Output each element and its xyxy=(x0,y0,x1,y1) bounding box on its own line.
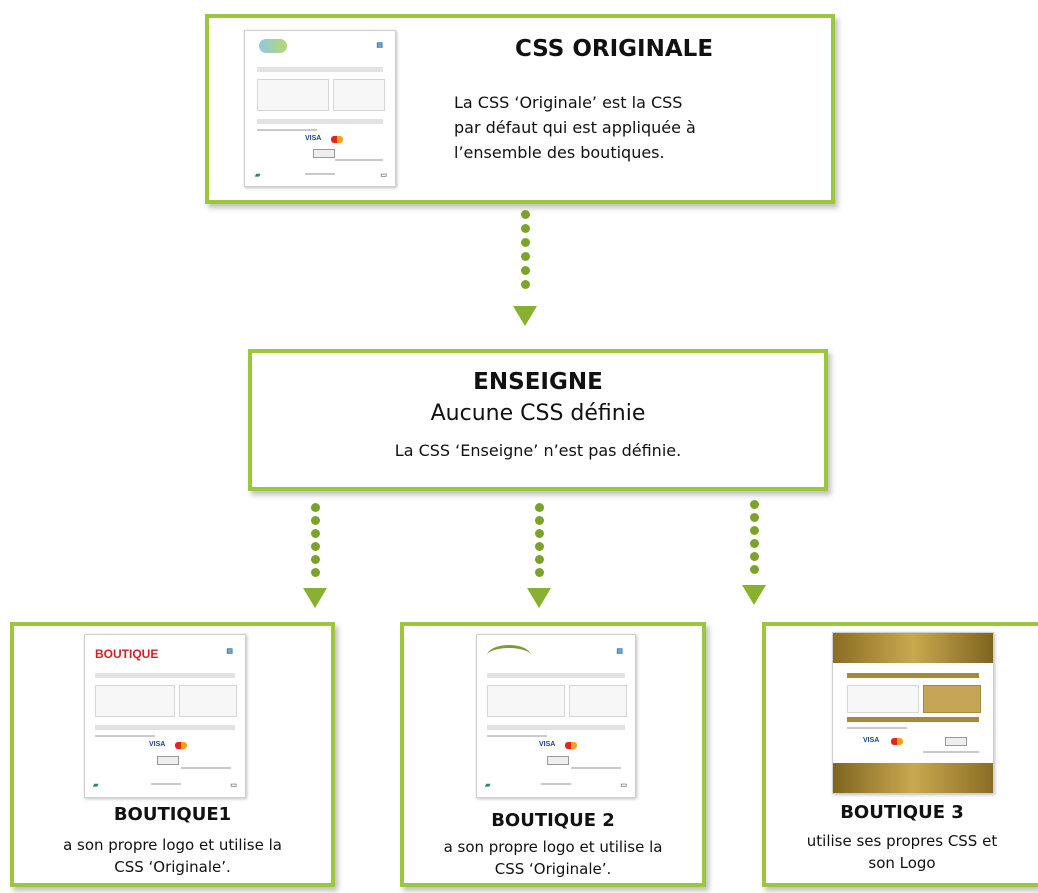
boutique1-title: BOUTIQUE1 xyxy=(113,804,232,825)
arrow-down-icon xyxy=(513,306,537,326)
enseigne-subtitle: Aucune CSS définie xyxy=(430,401,646,426)
boutique2-description: a son propre logo et utilise la CSS ‘Ori… xyxy=(404,836,702,880)
boutique1-desc-line-1: a son propre logo et utilise la xyxy=(63,836,282,854)
originale-desc-line-2: par défaut qui est appliquée à xyxy=(454,118,696,137)
boutique3-footer-banner xyxy=(833,763,993,793)
boutique3-desc-line-2: son Logo xyxy=(868,854,936,872)
boutique3-desc-line-1: utilise ses propres CSS et xyxy=(806,832,998,850)
boutique1-description: a son propre logo et utilise la CSS ‘Ori… xyxy=(14,834,331,878)
boutique3-header-banner xyxy=(833,633,993,663)
originale-page-thumbnail: ▤ VISA ▰ ▭ xyxy=(244,30,396,187)
arrow-down-icon xyxy=(303,588,327,608)
visa-logo-icon: VISA xyxy=(863,737,880,744)
enseigne-description: La CSS ‘Enseigne’ n’est pas définie. xyxy=(394,441,682,460)
mastercard-logo-icon xyxy=(891,738,903,745)
boutique2-page-thumbnail: ▤ VISA ▰ ▭ xyxy=(476,634,636,798)
bank-logo-icon: ▤ xyxy=(226,648,233,655)
originale-desc-line-3: l’ensemble des boutiques. xyxy=(454,143,665,162)
originale-desc-line-1: La CSS ‘Originale’ est la CSS xyxy=(454,93,683,112)
mastercard-logo-icon xyxy=(331,136,343,143)
boutique2-title: BOUTIQUE 2 xyxy=(491,810,615,831)
boutique2-desc-line-2: CSS ‘Originale’. xyxy=(494,860,612,878)
mastercard-logo-icon xyxy=(565,742,577,749)
originale-description: La CSS ‘Originale’ est la CSS par défaut… xyxy=(454,90,794,165)
originale-logo xyxy=(259,39,287,53)
boutique2-box: ▤ VISA ▰ ▭ BOUTIQUE 2 a son propre logo … xyxy=(400,622,706,887)
boutique3-page-thumbnail: VISA xyxy=(832,632,994,794)
bank-logo-icon: ▤ xyxy=(376,42,383,49)
visa-logo-icon: VISA xyxy=(539,741,556,748)
boutique1-page-thumbnail: BOUTIQUE ▤ VISA ▰ ▭ xyxy=(84,634,246,798)
enseigne-box: ENSEIGNE Aucune CSS définie La CSS ‘Ense… xyxy=(248,349,828,491)
enseigne-title: ENSEIGNE xyxy=(473,369,603,395)
css-originale-box: ▤ VISA ▰ ▭ CSS ORIGINALE La CSS ‘Origina… xyxy=(205,14,835,204)
boutique2-logo xyxy=(487,645,531,666)
visa-logo-icon: VISA xyxy=(149,741,166,748)
arrow-down-icon xyxy=(527,588,551,608)
boutique3-description: utilise ses propres CSS et son Logo xyxy=(766,830,1038,874)
boutique1-box: BOUTIQUE ▤ VISA ▰ ▭ BOUTIQUE1 a son prop… xyxy=(10,622,335,887)
boutique3-box: VISA BOUTIQUE 3 utilise ses propres CSS … xyxy=(762,622,1038,887)
mastercard-logo-icon xyxy=(175,742,187,749)
boutique1-logo: BOUTIQUE xyxy=(95,647,159,661)
arrow-down-icon xyxy=(742,585,766,605)
boutique1-desc-line-2: CSS ‘Originale’. xyxy=(114,858,231,876)
boutique3-title: BOUTIQUE 3 xyxy=(840,802,964,823)
bank-logo-icon: ▤ xyxy=(616,648,623,655)
visa-logo-icon: VISA xyxy=(305,135,322,142)
boutique2-desc-line-1: a son propre logo et utilise la xyxy=(443,838,663,856)
originale-title: CSS ORIGINALE xyxy=(514,36,714,62)
